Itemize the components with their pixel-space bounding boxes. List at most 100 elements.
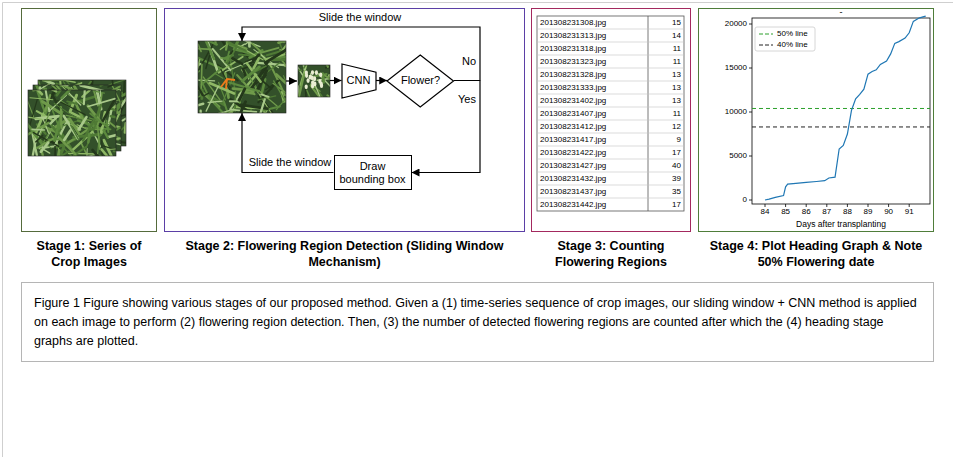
stage-panel: Stage 2: Flowering Region Detection (Sli…: [164, 8, 525, 232]
leaf-blade: [206, 56, 210, 69]
leaf-blade: [232, 58, 242, 64]
table-cell: 40: [672, 161, 681, 171]
table-cell: 15: [672, 18, 681, 28]
table-rule: [537, 172, 684, 173]
table-cell: 13: [672, 83, 681, 93]
leaf-blade: [265, 47, 286, 62]
axis-tick-label: 10000: [725, 107, 747, 117]
leaf-blade: [79, 117, 87, 129]
table-cell: 201308231308.jpg: [540, 18, 606, 28]
leaf-blade: [276, 74, 286, 85]
leaf-blade: [310, 74, 322, 97]
table-cell: 13: [672, 70, 681, 80]
table-cell: 11: [673, 57, 681, 67]
leaf-blade: [225, 62, 234, 69]
leaf-blade: [40, 113, 49, 135]
axis-tick-label: 15000: [725, 63, 747, 73]
leaf-blade: [111, 116, 116, 121]
axis-tick-label: 90: [884, 207, 893, 217]
leaf-blade: [230, 100, 239, 102]
axis-tick-label: 5000: [729, 151, 747, 161]
leaf-blade: [29, 100, 37, 128]
leaf-blade: [64, 116, 78, 139]
leaf-blade: [110, 80, 113, 84]
legend-label: 40% line: [777, 40, 808, 50]
flower-spikelet: [305, 84, 308, 89]
stage-label: Stage 3: Counting Flowering Regions: [532, 238, 690, 271]
leaf-blade: [298, 73, 304, 97]
flower-spikelet: [305, 70, 308, 75]
table-rule: [537, 29, 684, 30]
caption-box: Figure 1 Figure showing various stages o…: [21, 282, 934, 362]
leaf-blade: [101, 140, 103, 156]
leaf-blade: [93, 91, 104, 93]
leaf-blade: [66, 115, 91, 120]
page-border: [3, 3, 953, 457]
stage-label: Stage 4: Plot Heading Graph & Note 50% F…: [699, 238, 933, 271]
tick-mark: [806, 204, 807, 207]
leaf-blade: [298, 69, 302, 70]
stage-label: Stage 2: Flowering Region Detection (Sli…: [165, 238, 524, 271]
axis-tick-label: 88: [843, 207, 852, 217]
leaf-blade: [102, 149, 116, 156]
table-rule: [537, 81, 684, 82]
table-cell: 17: [672, 148, 681, 158]
leaf-blade: [108, 133, 116, 137]
tick-mark: [847, 204, 848, 207]
leaf-blade: [62, 90, 73, 98]
leaf-blade: [54, 104, 78, 120]
legend-box: [755, 27, 815, 51]
leaf-blade: [306, 88, 307, 97]
leaf-blade: [28, 116, 42, 120]
leaf-blade: [86, 148, 88, 156]
table-rule: [537, 185, 684, 186]
axis-tick-label: 86: [802, 207, 811, 217]
flow-arrow: [330, 80, 342, 81]
leaf-blade: [67, 101, 77, 104]
table-cell: 201308231313.jpg: [540, 31, 606, 41]
leaf-blade: [109, 80, 126, 85]
leaf-blade: [122, 86, 126, 95]
leaf-blade: [28, 93, 33, 116]
leaf-blade: [84, 90, 85, 104]
leaf-blade: [206, 86, 218, 111]
leaf-blade: [87, 134, 90, 143]
tick-mark: [868, 204, 869, 207]
leaf-blade: [47, 151, 69, 156]
threshold-line: [752, 126, 930, 127]
tick-mark: [785, 204, 786, 207]
table-rule: [537, 68, 684, 69]
stage-panel: Stage 3: Counting Flowering Regions: [531, 8, 691, 232]
leaf-blade: [64, 130, 70, 140]
table-cell: 13: [672, 96, 681, 106]
axis-tick-label: 0: [743, 195, 747, 205]
table-cell: 201308231402.jpg: [540, 96, 606, 106]
leaf-blade: [41, 143, 48, 152]
table-cell: 39: [672, 174, 681, 184]
decision-diamond: Flower?: [387, 55, 454, 107]
flow-arrow: [286, 80, 297, 81]
loop-arrow: [242, 113, 334, 173]
leaf-blade: [41, 85, 60, 89]
table-rule: [537, 198, 684, 199]
tick-mark: [749, 24, 752, 25]
flower-spikelet: [315, 70, 318, 75]
table-cell: 201308231328.jpg: [540, 70, 606, 80]
table-rule: [537, 42, 684, 43]
leaf-blade: [107, 148, 116, 150]
table-cell: 201308231407.jpg: [540, 109, 606, 119]
sliding-window-marker: [221, 79, 235, 89]
leaf-blade: [50, 116, 57, 123]
image-border: [28, 90, 116, 156]
table-rule: [537, 146, 684, 147]
axis-tick-label: 91: [905, 207, 914, 217]
leaf-blade: [238, 102, 246, 113]
leaf-blade: [54, 151, 59, 156]
image-border: [198, 41, 286, 113]
loop-label: Slide the window: [249, 156, 332, 169]
axis-tick-label: 87: [822, 207, 831, 217]
leaf-blade: [98, 126, 100, 150]
leaf-blade: [30, 90, 41, 94]
tick-mark: [765, 204, 766, 207]
leaf-blade: [199, 111, 202, 113]
